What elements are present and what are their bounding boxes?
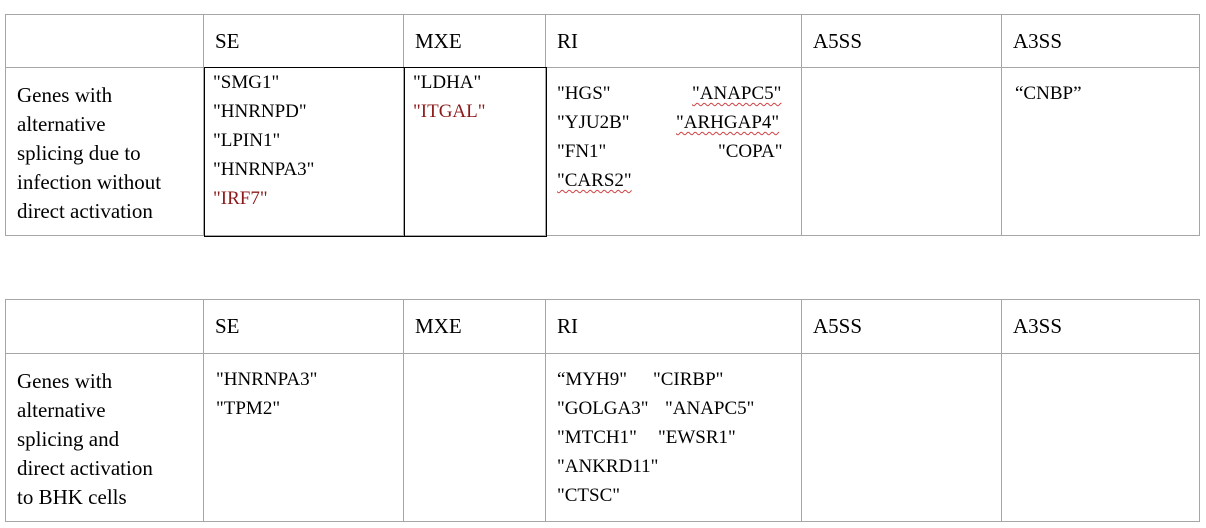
- gene-name: "CARS2": [557, 170, 632, 191]
- header-cell-mxe: MXE: [404, 299, 546, 354]
- header-cell-mxe: MXE: [404, 14, 546, 68]
- header-cell-a5ss: A5SS: [802, 14, 1002, 68]
- row-label-line: Genes with: [17, 83, 113, 107]
- header-cell-ri: RI: [546, 14, 802, 68]
- gene-name: "HNRNPD": [213, 101, 307, 122]
- header-cell-se: SE: [204, 299, 404, 354]
- gene-name: "ANKRD11": [557, 456, 659, 477]
- row-label-line: direct activation: [17, 456, 153, 480]
- gene-name: "MTCH1": [557, 427, 637, 448]
- gene-name: "COPA": [718, 141, 783, 162]
- mxe-gene-cell: "LDHA" "ITGAL": [404, 68, 546, 236]
- gene-name: “MYH9": [557, 369, 628, 390]
- header-cell-se: SE: [204, 14, 404, 68]
- row-label-line: Genes with: [17, 369, 113, 393]
- gene-name-highlighted: "IRF7": [213, 188, 268, 209]
- gene-name: "EWSR1": [658, 427, 736, 448]
- a3ss-gene-cell: [1002, 354, 1200, 522]
- se-gene-cell: "HNRNPA3" "TPM2": [204, 354, 404, 522]
- ri-gene-cell: “MYH9" "CIRBP" "GOLGA3" "ANAPC5" "MTCH1"…: [546, 354, 802, 522]
- gene-name: "HNRNPA3": [216, 369, 318, 390]
- ri-gene-row: "CARS2": [557, 166, 801, 195]
- gene-name: "LDHA": [413, 72, 482, 93]
- gene-name: "YJU2B": [557, 112, 630, 133]
- gene-name: "GOLGA3": [557, 398, 649, 419]
- ri-gene-row: "HGS" "ANAPC5": [557, 79, 801, 108]
- gene-name: "FN1": [557, 141, 607, 162]
- row-label-line: direct activation: [17, 199, 153, 223]
- header-cell-empty: [5, 299, 204, 354]
- ri-gene-row: "MTCH1" "EWSR1": [557, 423, 801, 452]
- row-label-line: to BHK cells: [17, 485, 127, 509]
- gene-name: "ANAPC5": [665, 398, 755, 419]
- gene-name: "TPM2": [216, 398, 281, 419]
- gene-name: "ARHGAP4": [676, 112, 780, 133]
- gene-name: "HGS": [557, 83, 611, 104]
- gene-name: "CIRBP": [653, 369, 724, 390]
- gene-name: "SMG1": [213, 72, 280, 93]
- mxe-gene-cell: [404, 354, 546, 522]
- splicing-table-infection: SE MXE RI A5SS A3SS Genes with alternati…: [5, 14, 1200, 237]
- splicing-table-direct-activation: SE MXE RI A5SS A3SS Genes with alternati…: [5, 299, 1200, 522]
- header-cell-empty: [5, 14, 204, 68]
- ri-gene-row: "CTSC": [557, 481, 801, 510]
- gene-name: “CNBP”: [1015, 83, 1082, 104]
- a5ss-gene-cell: [802, 68, 1002, 236]
- row-label-line: alternative: [17, 398, 106, 422]
- gene-name: "HNRNPA3": [213, 159, 315, 180]
- row-label-line: alternative: [17, 112, 106, 136]
- ri-gene-row: “MYH9" "CIRBP": [557, 365, 801, 394]
- header-cell-ri: RI: [546, 299, 802, 354]
- ri-gene-row: "FN1" "COPA": [557, 137, 801, 166]
- header-cell-a3ss: A3SS: [1002, 14, 1200, 68]
- header-cell-a3ss: A3SS: [1002, 299, 1200, 354]
- row-label-line: infection without: [17, 170, 162, 194]
- gene-name-highlighted: "ITGAL": [413, 101, 486, 122]
- ri-gene-row: "ANKRD11": [557, 452, 801, 481]
- ri-gene-row: "YJU2B" "ARHGAP4": [557, 108, 801, 137]
- row-label-line: splicing due to: [17, 141, 141, 165]
- ri-gene-row: "GOLGA3" "ANAPC5": [557, 394, 801, 423]
- ri-gene-cell: "HGS" "ANAPC5" "YJU2B" "ARHGAP4" "FN1" "…: [546, 68, 802, 236]
- row-label-line: splicing and: [17, 427, 120, 451]
- row-label-cell: Genes with alternative splicing due to i…: [5, 68, 204, 236]
- a5ss-gene-cell: [802, 354, 1002, 522]
- gene-name: "LPIN1": [213, 130, 281, 151]
- header-cell-a5ss: A5SS: [802, 299, 1002, 354]
- se-gene-cell: "SMG1" "HNRNPD" "LPIN1" "HNRNPA3" "IRF7": [204, 68, 404, 236]
- row-label-cell: Genes with alternative splicing and dire…: [5, 354, 204, 522]
- gene-name: "ANAPC5": [692, 83, 782, 104]
- gene-name: "CTSC": [557, 485, 621, 506]
- a3ss-gene-cell: “CNBP”: [1002, 68, 1200, 236]
